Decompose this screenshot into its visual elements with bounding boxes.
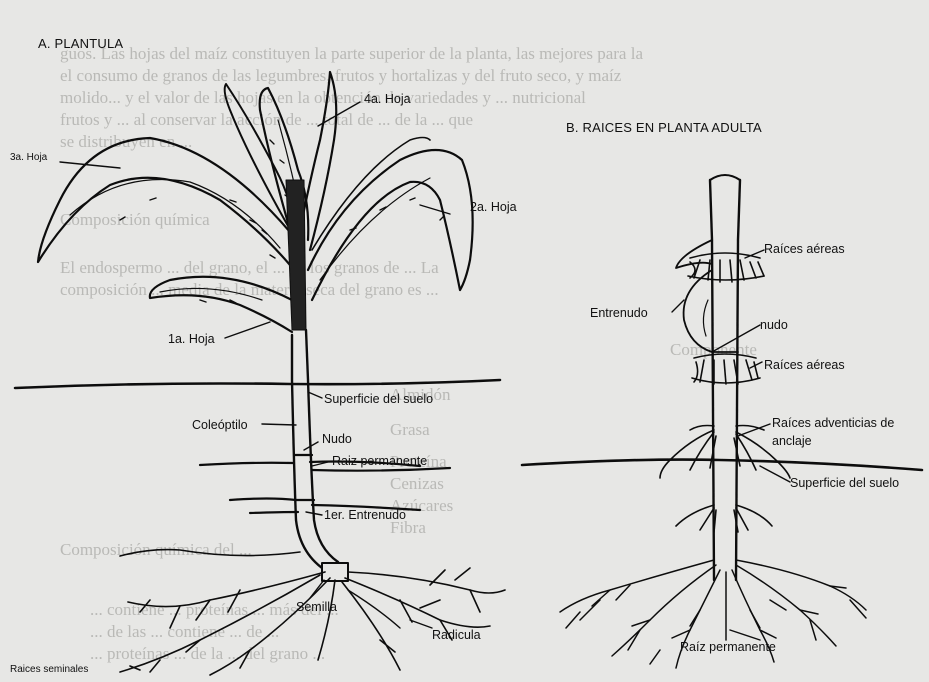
anchoring-roots	[660, 426, 790, 479]
label-anchoring-roots-line1: Raíces adventicias de	[772, 416, 894, 430]
label-aerial-roots-lower: Raíces aéreas	[764, 358, 845, 372]
leaf-2	[308, 150, 473, 300]
aerial-roots-middle	[692, 354, 760, 384]
label-leaf-1: 1a. Hoja	[168, 332, 215, 346]
label-seed: Semilla	[296, 600, 337, 614]
label-leaf-3: 3a. Hoja	[10, 152, 47, 163]
label-coleoptile: Coleóptilo	[192, 418, 248, 432]
label-anchoring-roots-line2: anclaje	[772, 434, 812, 448]
label-radicle: Radicula	[432, 628, 481, 642]
label-leaf-2: 2a. Hoja	[470, 200, 517, 214]
seedling-title: A. PLANTULA	[38, 36, 123, 51]
aerial-roots-upper	[688, 253, 764, 282]
seedling-drawing	[15, 72, 505, 675]
label-adult-permanent-root: Raíz permanente	[680, 640, 776, 654]
label-adult-node: nudo	[760, 318, 788, 332]
soil-surface-line	[15, 380, 500, 388]
label-adult-soil-surface: Superficie del suelo	[790, 476, 899, 490]
label-node: Nudo	[322, 432, 352, 446]
adult-title: B. RAICES EN PLANTA ADULTA	[566, 120, 762, 135]
label-adult-internode: Entrenudo	[590, 306, 648, 320]
leaf-1	[150, 277, 292, 332]
label-aerial-roots-upper: Raíces aéreas	[764, 242, 845, 256]
seed	[322, 563, 348, 581]
label-leaf-4: 4a. Hoja	[364, 92, 411, 106]
label-internode: 1er. Entrenudo	[324, 508, 406, 522]
label-permanent-root: Raiz permanente	[332, 454, 427, 468]
adult-soil-surface	[522, 460, 922, 470]
label-soil-surface: Superficie del suelo	[324, 392, 433, 406]
label-seminal-roots: Raices seminales	[10, 664, 88, 675]
